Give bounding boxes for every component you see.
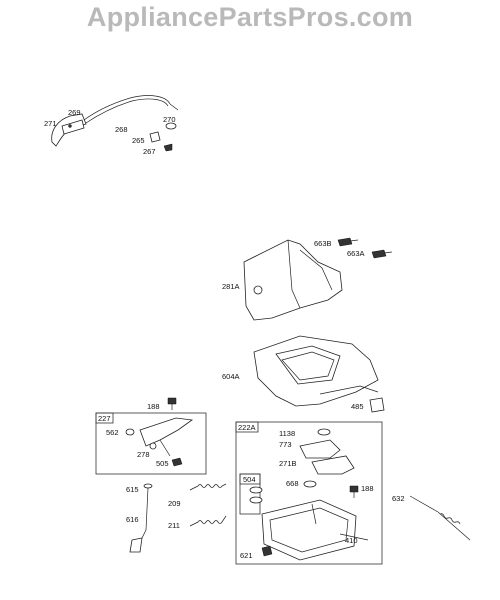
label-663A: 663A bbox=[347, 249, 365, 258]
label-505: 505 bbox=[156, 459, 169, 468]
label-615: 615 bbox=[126, 485, 139, 494]
label-271: 271 bbox=[44, 119, 57, 128]
label-663B: 663B bbox=[314, 239, 332, 248]
label-278: 278 bbox=[137, 450, 150, 459]
label-270: 270 bbox=[163, 115, 176, 124]
label-632: 632 bbox=[392, 494, 405, 503]
label-188-right: 188 bbox=[361, 484, 374, 493]
label-188-top: 188 bbox=[147, 402, 160, 411]
governor-linkage bbox=[129, 483, 227, 553]
group-box-227 bbox=[95, 412, 207, 475]
label-604A: 604A bbox=[222, 372, 240, 381]
group-tag-504 bbox=[239, 473, 261, 485]
label-504: 504 bbox=[243, 475, 256, 484]
label-562: 562 bbox=[106, 428, 119, 437]
label-485: 485 bbox=[351, 402, 364, 411]
label-227: 227 bbox=[98, 414, 111, 423]
label-271B: 271B bbox=[279, 459, 297, 468]
throttle-cable-assembly bbox=[51, 95, 179, 152]
label-211: 211 bbox=[168, 521, 180, 530]
group-tag-227 bbox=[95, 412, 114, 424]
label-1138: 1138 bbox=[279, 429, 295, 438]
label-621: 621 bbox=[240, 551, 253, 560]
label-773: 773 bbox=[279, 440, 292, 449]
label-265: 265 bbox=[132, 136, 145, 145]
label-410: 410 bbox=[345, 536, 358, 545]
link-rod-632 bbox=[409, 495, 471, 541]
watermark: AppliancePartsPros.com bbox=[86, 2, 414, 32]
lever-assembly bbox=[125, 397, 194, 467]
label-209: 209 bbox=[168, 499, 181, 508]
label-616: 616 bbox=[126, 515, 139, 524]
blower-housing bbox=[243, 237, 393, 321]
group-box-222A bbox=[235, 421, 383, 565]
label-267: 267 bbox=[143, 147, 156, 156]
label-281A: 281A bbox=[222, 282, 240, 291]
label-268: 268 bbox=[115, 125, 128, 134]
control-bracket-assembly bbox=[249, 428, 369, 561]
group-tag-222A bbox=[235, 421, 259, 433]
label-269: 269 bbox=[68, 108, 81, 117]
engine-cover bbox=[253, 335, 385, 413]
label-668: 668 bbox=[286, 479, 299, 488]
label-222A: 222A bbox=[238, 423, 256, 432]
